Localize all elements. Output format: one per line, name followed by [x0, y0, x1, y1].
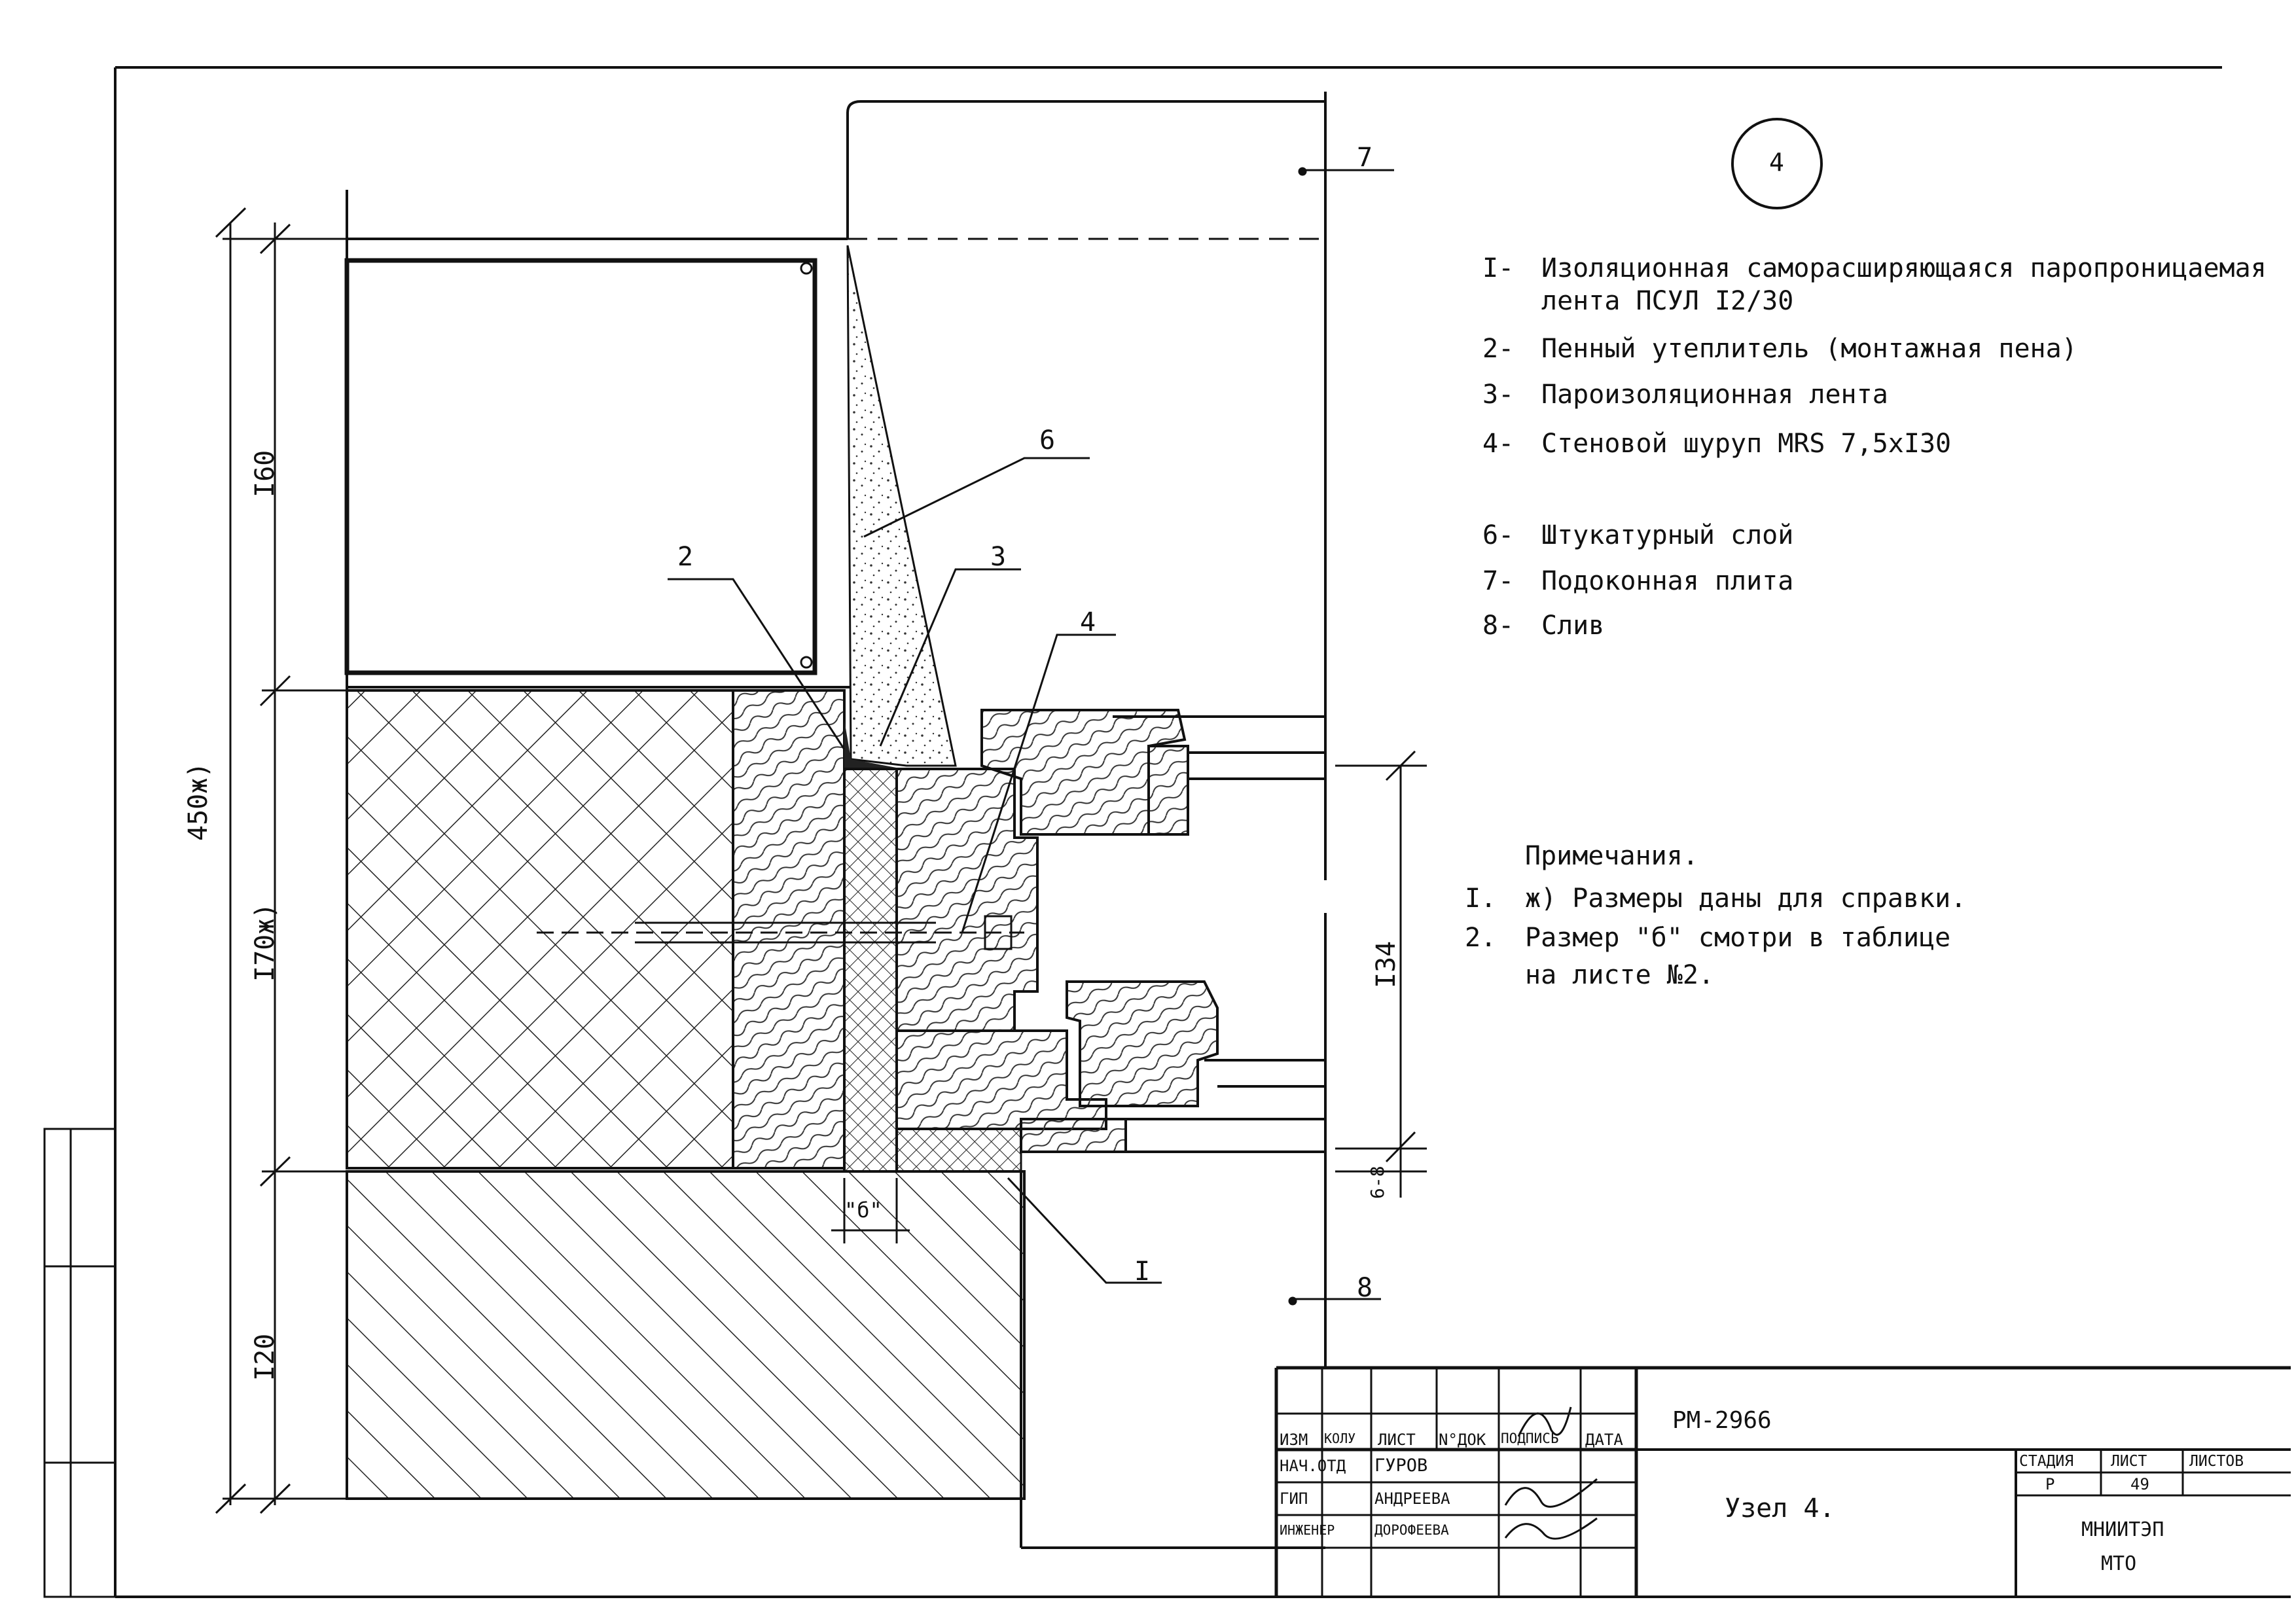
dim-450: 450ж): [183, 762, 213, 841]
row-name: ГУРОВ: [1374, 1455, 1428, 1476]
drawing-title: Узел 4.: [1725, 1493, 1835, 1524]
legend-num: 6-: [1482, 520, 1515, 550]
legend-num: 4-: [1482, 429, 1515, 459]
signatures: [1504, 1406, 1598, 1540]
sheet-value: 49: [2130, 1475, 2149, 1493]
callout-2: 2: [677, 542, 694, 572]
notes-title: Примечания.: [1525, 841, 1698, 871]
note-text: ж) Размеры даны для справки.: [1525, 883, 1967, 914]
dim-134: I34: [1371, 940, 1401, 988]
row-role: ГИП: [1280, 1489, 1308, 1508]
header-list: ЛИСТ: [1378, 1431, 1416, 1449]
dim-6-8: 6-8: [1367, 1166, 1388, 1199]
foam-strip: [844, 720, 903, 769]
legend-text: Изоляционная саморасширяющаяся паропрони…: [1541, 253, 2267, 283]
node-circle: [1731, 118, 1823, 209]
psul-tape-bottom: [895, 1128, 1022, 1173]
legend-num: 3-: [1482, 380, 1515, 410]
dim-160: I60: [250, 450, 280, 497]
legend-text: Пароизоляционная лента: [1541, 380, 1888, 410]
title-block-grid: [1274, 1366, 2291, 1597]
dim-120: I20: [250, 1333, 280, 1381]
wood-insert: [732, 689, 846, 1169]
sheet-label: ЛИСТ: [2111, 1453, 2147, 1470]
plaster-layer: [846, 245, 957, 767]
legend-text: лента ПСУЛ I2/30: [1541, 286, 1794, 316]
header-kolu: КОЛУ: [1324, 1431, 1356, 1446]
masonry-block: [346, 689, 734, 1169]
note-text: на листе №2.: [1525, 960, 1714, 990]
dimension-lines: [215, 207, 1427, 1514]
row-role: ИНЖЕНЕР: [1280, 1522, 1335, 1538]
header-podpis: ПОДПИСЬ: [1501, 1431, 1559, 1446]
callout-7: 7: [1357, 143, 1373, 173]
legend-num: I-: [1482, 253, 1515, 283]
note-num: 2.: [1465, 923, 1497, 953]
window-frame: [895, 709, 1325, 1549]
legend-num: 2-: [1482, 334, 1515, 364]
binding-strip: [43, 1128, 117, 1598]
callout-6: 6: [1039, 425, 1056, 455]
org-line1: МНИИТЭП: [2081, 1518, 2164, 1541]
row-name: ДОРОФЕЕВА: [1374, 1522, 1449, 1538]
dim-b: "б": [844, 1198, 882, 1222]
legend-text: Штукатурный слой: [1541, 520, 1794, 550]
psul-tape: [843, 768, 898, 1173]
opening-outline: [344, 190, 851, 1168]
window-sill-board: [846, 92, 1327, 1368]
callout-4: 4: [1080, 607, 1096, 637]
dim-170: I70ж): [250, 902, 280, 982]
doc-code: РМ-2966: [1672, 1407, 1772, 1434]
callout-3: 3: [990, 542, 1007, 572]
header-ndok: N°ДОК: [1439, 1431, 1486, 1449]
wall-screw: [537, 915, 1024, 950]
legend-text: Пенный утеплитель (монтажная пена): [1541, 334, 2077, 364]
concrete-base: [346, 1170, 1026, 1500]
callout-leaders: [668, 167, 1394, 1306]
legend-num: 8-: [1482, 611, 1515, 641]
stage-label: СТАДИЯ: [2019, 1453, 2074, 1470]
header-data: ДАТА: [1585, 1431, 1623, 1449]
legend-num: 7-: [1482, 566, 1515, 596]
row-role: НАЧ.ОТД: [1280, 1457, 1346, 1475]
node-number: 4: [1769, 148, 1784, 177]
callout-1: I: [1134, 1257, 1151, 1287]
note-text: Размер "б" смотри в таблице: [1525, 923, 1951, 953]
note-num: I.: [1465, 883, 1497, 914]
legend-text: Слив: [1541, 611, 1605, 641]
legend-text: Стеновой шуруп MRS 7,5хI30: [1541, 429, 1952, 459]
row-name: АНДРЕЕВА: [1374, 1489, 1450, 1508]
org-line2: МТО: [2101, 1552, 2137, 1575]
stage-value: Р: [2045, 1475, 2055, 1493]
legend-text: Подоконная плита: [1541, 566, 1794, 596]
header-izm: ИЗМ: [1280, 1431, 1308, 1449]
callout-8: 8: [1357, 1273, 1373, 1303]
sheets-label: ЛИСТОВ: [2189, 1453, 2244, 1470]
